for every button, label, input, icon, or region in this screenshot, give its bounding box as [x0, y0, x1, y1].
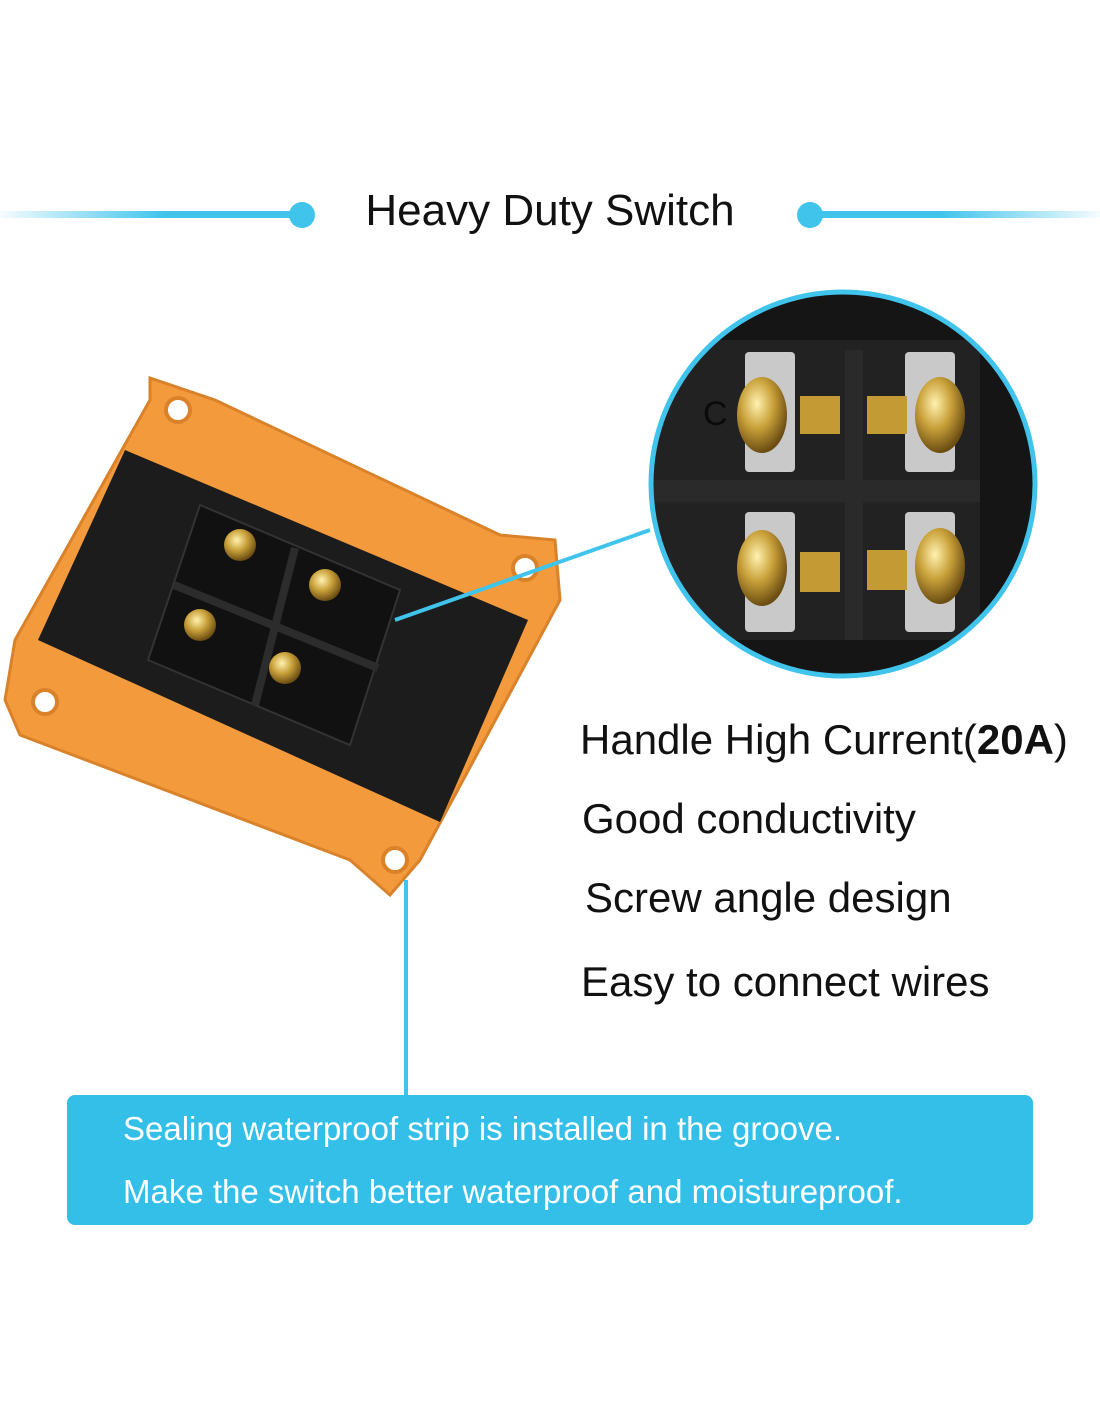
note-line-2: Make the switch better waterproof and mo… — [123, 1173, 903, 1210]
title-dot-left — [289, 202, 315, 228]
waterproof-note-box: Sealing waterproof strip is installed in… — [67, 1095, 1033, 1225]
note-line-1: Sealing waterproof strip is installed in… — [123, 1110, 843, 1147]
feature-easy-wiring: Easy to connect wires — [581, 958, 990, 1005]
page-title: Heavy Duty Switch — [365, 186, 735, 235]
feature-high-current: Handle High Current(20A) — [580, 716, 1068, 763]
callout-line-zoom — [394, 528, 651, 622]
zoom-terminal-label: C — [703, 395, 728, 433]
feature-conductivity: Good conductivity — [582, 795, 916, 842]
zoom-circle-border — [648, 289, 1038, 679]
title-divider-left — [0, 211, 300, 218]
title-divider-right — [810, 211, 1100, 218]
zoom-detail-image — [653, 294, 1033, 674]
switch-image — [3, 375, 562, 898]
feature-screw-angle: Screw angle design — [585, 874, 952, 921]
